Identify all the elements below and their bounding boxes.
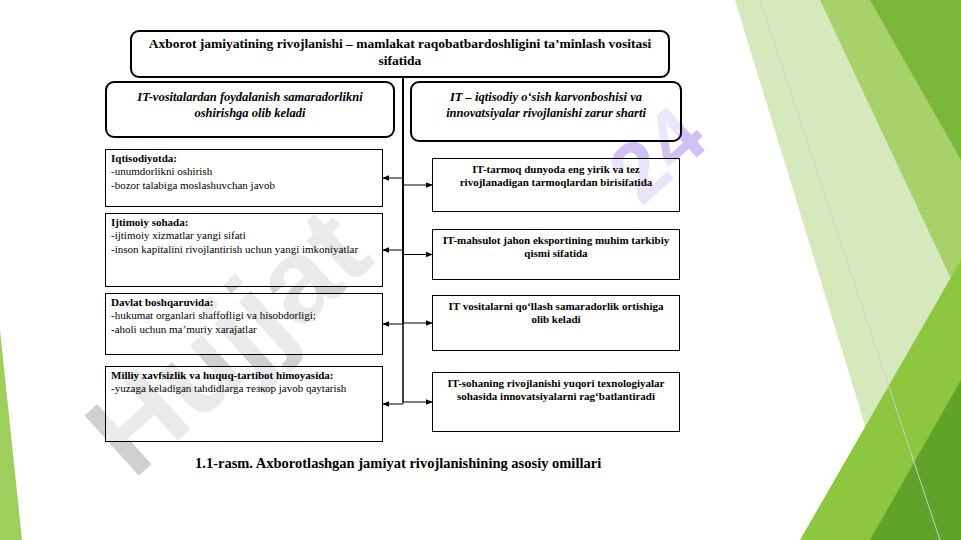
factor-box: IT-sohaning rivojlanishi yuqori texnolog… [432, 372, 680, 432]
factor-box: Milliy xavfsizlik va huquq-tartibot himo… [105, 366, 383, 442]
box-text: -ijtimoiy xizmatlar yangi sifati [111, 229, 377, 242]
box-heading: Ijtimoiy sohada: [111, 216, 377, 229]
header-box: IT-vositalardan foydalanish samaradorlik… [105, 81, 395, 138]
factor-box: Iqtisodiyotda:-unumdorlikni oshirish-boz… [105, 149, 383, 207]
green-shape [0, 330, 22, 540]
box-heading: Milliy xavfsizlik va huquq-tartibot himo… [111, 369, 377, 382]
green-shape [870, 380, 961, 540]
green-shape [820, 0, 961, 300]
green-shape [870, 0, 961, 160]
box-text: IT-tarmoq dunyoda eng yirik va tez rivoj… [439, 163, 673, 190]
header-box: IT – iqtisodiy o‘sish karvonboshisi va i… [410, 81, 682, 142]
box-text: IT-vositalardan foydalanish samaradorlik… [119, 89, 381, 122]
factor-box: Ijtimoiy sohada:-ijtimoiy xizmatlar yang… [105, 213, 383, 287]
factor-box: Davlat boshqaruvida:-hukumat organlari s… [105, 293, 383, 355]
box-text: IT vositalarni qo‘llash samaradorlik ort… [439, 300, 673, 327]
box-text: -bozor talabiga moslashuvchan javob [111, 179, 377, 192]
title-box: Axborot jamiyatining rivojlanishi – maml… [130, 30, 670, 78]
factor-box: IT-mahsulot jahon eksportining muhim tar… [432, 229, 680, 280]
box-text: IT-mahsulot jahon eksportining muhim tar… [439, 234, 673, 261]
box-text: -unumdorlikni oshirish [111, 165, 377, 178]
figure-caption: 1.1-rasm. Axborotlashgan jamiyat rivojla… [195, 455, 601, 472]
box-text: -yuzaga keladigan tahdidlarga тезкор jav… [111, 382, 377, 395]
box-text: -aholi uchun ma’muriy xarajatlar [111, 323, 377, 336]
factor-box: IT-tarmoq dunyoda eng yirik va tez rivoj… [432, 158, 680, 212]
box-text: IT – iqtisodiy o‘sish karvonboshisi va i… [424, 89, 668, 122]
box-text: -hukumat organlari shaffofligi va hisobd… [111, 309, 377, 322]
thin-line [760, 0, 940, 540]
green-shape [800, 260, 961, 540]
box-text: Axborot jamiyatining rivojlanishi – maml… [142, 36, 658, 70]
box-heading: Iqtisodiyotda: [111, 152, 377, 165]
factor-box: IT vositalarni qo‘llash samaradorlik ort… [432, 295, 680, 351]
box-text: -inson kapitalini rivojlantirish uchun y… [111, 243, 377, 256]
box-text: IT-sohaning rivojlanishi yuqori texnolog… [439, 377, 673, 404]
box-heading: Davlat boshqaruvida: [111, 296, 377, 309]
green-shape [735, 0, 961, 540]
